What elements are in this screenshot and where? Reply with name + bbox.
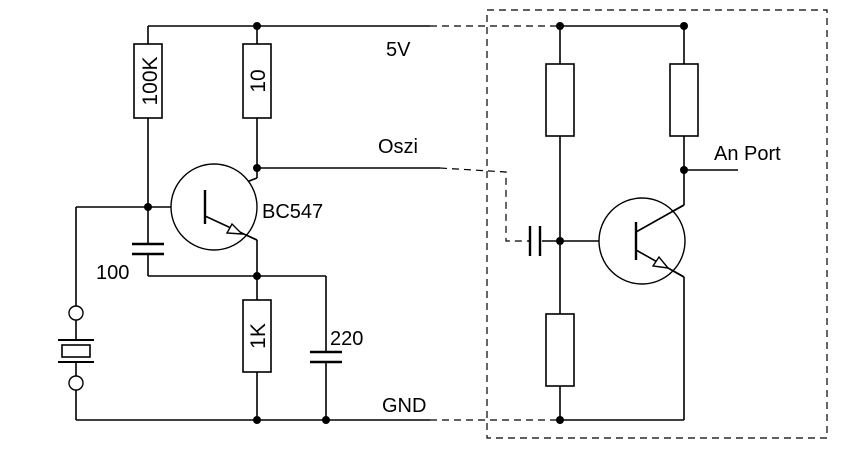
transistor-right — [598, 197, 686, 285]
scope-label: Oszi — [378, 136, 418, 158]
resistor-100k — [133, 43, 163, 119]
resistor-10-label: 10 — [247, 69, 270, 92]
capacitor-100 — [132, 242, 164, 256]
resistor-1k — [242, 299, 272, 373]
dashed-module-box — [486, 9, 828, 439]
supply-label: 5V — [386, 39, 411, 61]
resistor-100k-label: 100K — [139, 56, 162, 105]
crystal-oscillator — [58, 305, 94, 391]
capacitor-100-label: 100 — [96, 262, 129, 284]
resistor-right-lower — [545, 313, 575, 387]
dashed-links — [430, 25, 560, 421]
capacitor-220-label: 220 — [330, 328, 363, 350]
resistor-right-collector — [669, 63, 699, 137]
transistor-bc547 — [170, 163, 258, 251]
ground-label: GND — [382, 395, 426, 417]
port-label: An Port — [714, 143, 781, 165]
junction-dots-left — [144, 22, 330, 424]
resistor-1k-label: 1K — [247, 323, 270, 349]
capacitor-right-coupling — [528, 226, 542, 256]
resistor-10 — [242, 43, 272, 119]
resistor-right-upper — [545, 63, 575, 137]
transistor-label: BC547 — [262, 201, 323, 223]
capacitor-220 — [310, 350, 342, 364]
junction-dots-right — [556, 22, 688, 424]
